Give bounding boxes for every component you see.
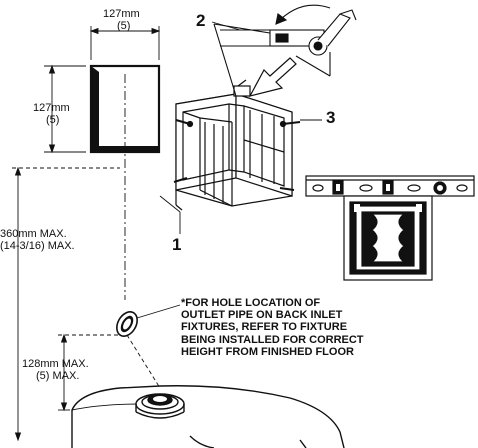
max-height-dimension-mm: 360mm MAX. xyxy=(0,228,67,240)
max-height-dimension-line xyxy=(12,166,120,442)
note-line: BEING INSTALLED FOR CORRECT xyxy=(181,333,364,346)
outlet-guide-line xyxy=(126,334,161,389)
callout-1-leader xyxy=(159,195,181,234)
outlet-height-dimension-line xyxy=(58,333,128,412)
note-line: *FOR HOLE LOCATION OF xyxy=(181,297,321,309)
insert-arrow xyxy=(248,57,297,97)
callout-2: 2 xyxy=(196,11,206,30)
height-dimension-mm: 127mm xyxy=(33,102,70,114)
height-dimension-in: (5) xyxy=(46,114,60,126)
outlet-pipe-hole xyxy=(116,304,181,337)
width-dimension-line xyxy=(89,26,161,60)
outlet-pipe-note: *FOR HOLE LOCATION OF OUTLET PIPE ON BAC… xyxy=(181,297,364,358)
width-dimension-mm: 127mm xyxy=(103,8,140,20)
latch-detail-inset xyxy=(213,4,357,97)
level-tool xyxy=(305,175,475,197)
note-line: OUTLET PIPE ON BACK INLET xyxy=(181,309,343,322)
max-height-dimension-in: (14-3/16) MAX. xyxy=(0,240,75,252)
width-dimension-in: (5) xyxy=(117,20,131,32)
mounting-box xyxy=(173,79,301,211)
note-line: HEIGHT FROM FINISHED FLOOR xyxy=(181,345,354,358)
height-dimension-line xyxy=(44,64,86,154)
outlet-height-dimension-in: (5) MAX. xyxy=(36,370,80,382)
note-line: FIXTURES, REFER TO FIXTURE xyxy=(181,321,348,334)
box-front-view xyxy=(343,195,433,281)
toilet-bowl xyxy=(71,385,345,448)
outlet-height-dimension-mm: 128mm MAX. xyxy=(22,358,89,370)
callout-1: 1 xyxy=(172,235,182,254)
callout-2-leader xyxy=(211,21,241,31)
callout-3: 3 xyxy=(326,108,336,127)
